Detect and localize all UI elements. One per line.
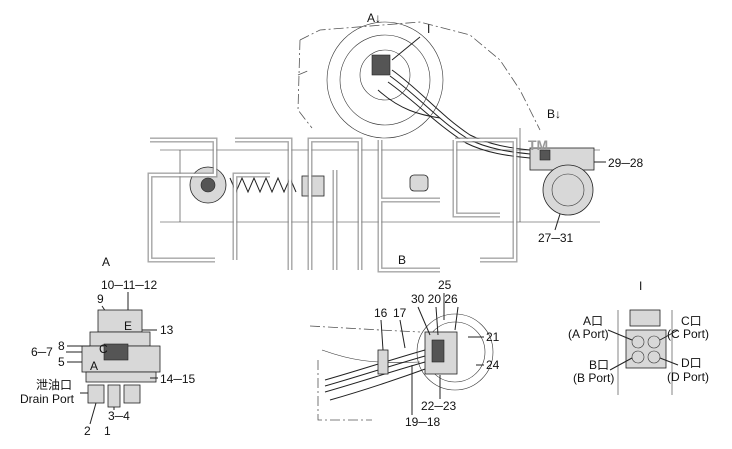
drain-port-cn: 泄油口: [36, 378, 72, 392]
view-b-hose-2: [324, 355, 426, 387]
detail-i-port-block: [625, 329, 667, 369]
view-b-track-line: [321, 349, 421, 363]
view-a-marker: A↓: [367, 11, 381, 25]
hose-4: [377, 89, 441, 119]
port-b-hole: [631, 350, 645, 364]
label-29-28: 29─28: [608, 156, 644, 170]
label-13: 13: [160, 323, 174, 337]
leader-port-d: [659, 357, 679, 366]
view-a-title: A: [102, 255, 110, 269]
port-c-label: C: [99, 342, 108, 356]
port-a-label: A: [90, 359, 98, 373]
detail-i: I A口 (A Port) B口 (B Port) C口 (C Port) D口…: [568, 279, 709, 395]
port-d-en: (D Port): [667, 370, 709, 384]
label-27-31: 27─31: [538, 231, 574, 245]
travel-motor-housing: [542, 164, 594, 216]
port-cluster: [103, 343, 129, 361]
port-c-cn: C口: [681, 314, 702, 328]
spring-cylinder: [301, 175, 325, 197]
port-c-en: (C Port): [667, 327, 709, 341]
view-b-frame-top: [309, 325, 421, 333]
view-b-hose-1: [324, 349, 426, 381]
recoil-spring: [229, 176, 297, 194]
slewing-ring: [326, 21, 444, 139]
leader-17: [399, 319, 406, 349]
port-d-cn: D口: [681, 356, 702, 370]
leader-27-31: [554, 213, 561, 231]
label-6-7: 6─7: [31, 345, 53, 359]
port-e-label: E: [124, 319, 132, 333]
detail-i-marker: I: [427, 22, 430, 36]
view-b-marker: B↓: [547, 107, 561, 121]
idler-hub: [200, 177, 216, 193]
label-14-15: 14─15: [160, 372, 196, 386]
slewing-ring-inner: [339, 34, 431, 126]
leader-2: [89, 402, 97, 425]
center-joint-block: [371, 54, 391, 76]
detail-i-leader: [391, 36, 421, 61]
swivel-joint: [359, 49, 411, 101]
leader-port-a: [607, 329, 633, 341]
label-21: 21: [486, 330, 500, 344]
frame-outline-top: [299, 21, 541, 131]
label-30-20-26: 30 20 26: [411, 292, 458, 306]
leader-20: [435, 306, 439, 336]
view-b-hose-4: [329, 367, 429, 401]
travel-motor-flange: [551, 173, 585, 207]
label-22-23: 22─23: [421, 399, 457, 413]
port-b-cn: B口: [589, 358, 609, 372]
label-24: 24: [486, 358, 500, 372]
view-a-detail: A 10─11─12 9 E 13 8 C 6─7 5 A 14─15 泄油口 …: [20, 255, 196, 438]
watermark-logo: TM: [147, 137, 548, 273]
port-c-hole: [647, 335, 661, 349]
hose-1: [391, 69, 531, 151]
port-d-hole: [647, 350, 661, 364]
label-2: 2: [84, 424, 91, 438]
port-a-en: (A Port): [568, 327, 609, 341]
swivel-joint-top: [97, 309, 143, 333]
frame-detail: [297, 69, 311, 76]
view-b-hose-3: [324, 361, 426, 393]
label-19-18: 19─18: [405, 415, 441, 429]
label-10-11-12: 10─11─12: [101, 278, 157, 292]
hose-3: [387, 81, 531, 159]
detail-i-title: I: [639, 279, 642, 293]
watermark-tm: TM: [528, 137, 548, 153]
view-b-bottom-marker: B: [398, 253, 406, 267]
view-b-valve-block: [431, 339, 445, 363]
label-5: 5: [58, 355, 65, 369]
fitting-center: [107, 384, 121, 408]
port-b-en: (B Port): [573, 371, 614, 385]
label-25: 25: [438, 278, 452, 292]
swivel-joint-base: [85, 371, 157, 383]
view-b-clamp: [377, 349, 389, 375]
detail-i-cap: [629, 309, 661, 327]
label-1: 1: [104, 424, 111, 438]
motor-port-block: [539, 149, 551, 161]
leader-30: [417, 306, 431, 336]
leader-16: [380, 319, 384, 351]
port-a-cn: A口: [583, 314, 603, 328]
view-b-frame-bottom: [317, 360, 372, 421]
leader-port-c: [659, 329, 679, 341]
roller: [409, 174, 429, 192]
label-16: 16: [374, 306, 388, 320]
frame-outline-left: [297, 39, 313, 129]
leader-port-b: [609, 357, 633, 371]
label-3-4: 3─4: [108, 409, 130, 423]
view-b-sprocket: [416, 313, 494, 391]
view-b-detail: 25 30 20 26 16 17 21 24 22─23 19─18: [309, 278, 500, 429]
leader-26: [454, 306, 459, 331]
fitting-right: [123, 384, 141, 404]
port-a-hole: [631, 335, 645, 349]
label-8: 8: [58, 339, 65, 353]
label-9: 9: [97, 292, 104, 306]
drain-port-en: Drain Port: [20, 392, 75, 406]
label-17: 17: [393, 306, 407, 320]
fitting-left: [87, 384, 105, 404]
